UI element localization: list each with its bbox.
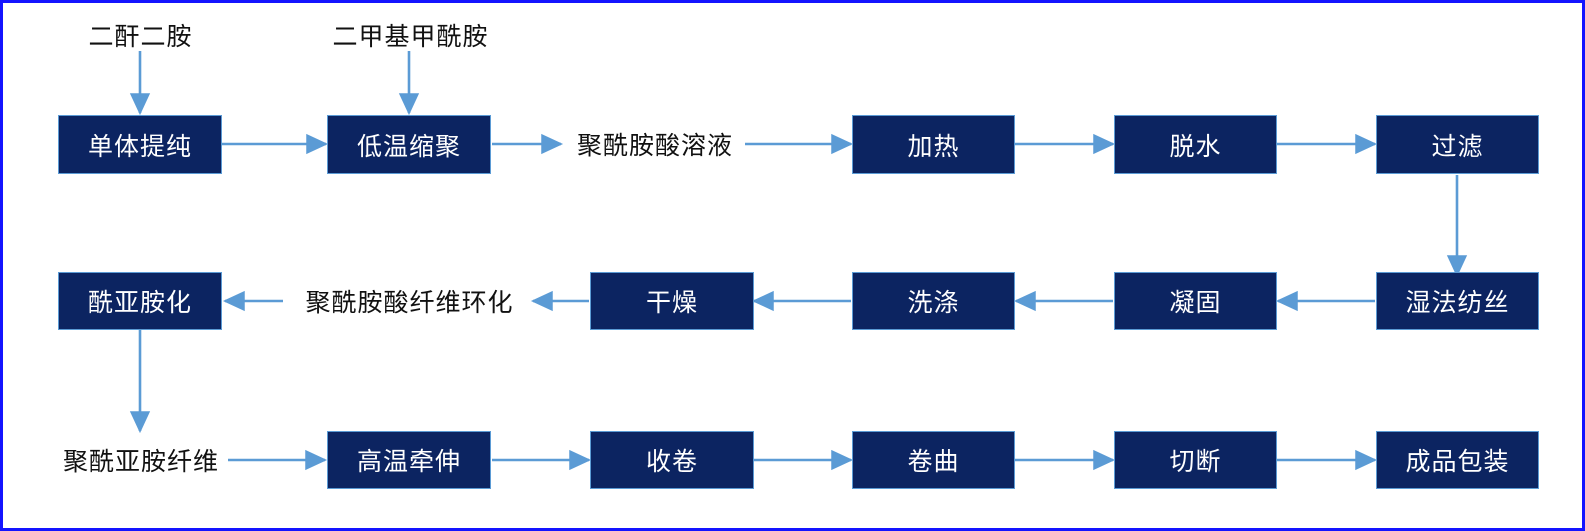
node-imidization[interactable]: 酰亚胺化 <box>58 272 222 330</box>
node-winding[interactable]: 收卷 <box>590 431 754 489</box>
connectors-layer <box>3 3 1582 528</box>
node-dehydration[interactable]: 脱水 <box>1114 115 1277 174</box>
node-monomer-purification[interactable]: 单体提纯 <box>58 115 222 174</box>
node-heating[interactable]: 加热 <box>852 115 1015 174</box>
node-low-temp-polycondensation[interactable]: 低温缩聚 <box>327 115 491 174</box>
node-wet-spinning[interactable]: 湿法纺丝 <box>1376 272 1539 330</box>
node-filtration[interactable]: 过滤 <box>1376 115 1539 174</box>
node-high-temp-drawing[interactable]: 高温牵伸 <box>327 431 491 489</box>
label-polyamic-acid-solution: 聚酰胺酸溶液 <box>576 133 733 160</box>
node-crimping[interactable]: 卷曲 <box>852 431 1015 489</box>
label-input-solvent: 二甲基甲酰胺 <box>332 24 489 51</box>
label-input-monomer: 二酐二胺 <box>88 24 193 51</box>
label-polyimide-fiber: 聚酰亚胺纤维 <box>62 449 219 476</box>
node-finished-packaging[interactable]: 成品包装 <box>1376 431 1539 489</box>
node-cutting[interactable]: 切断 <box>1114 431 1277 489</box>
node-coagulation[interactable]: 凝固 <box>1114 272 1277 330</box>
label-polyamic-acid-fiber-cyclization: 聚酰胺酸纤维环化 <box>305 290 514 317</box>
node-washing[interactable]: 洗涤 <box>852 272 1015 330</box>
node-drying[interactable]: 干燥 <box>590 272 754 330</box>
